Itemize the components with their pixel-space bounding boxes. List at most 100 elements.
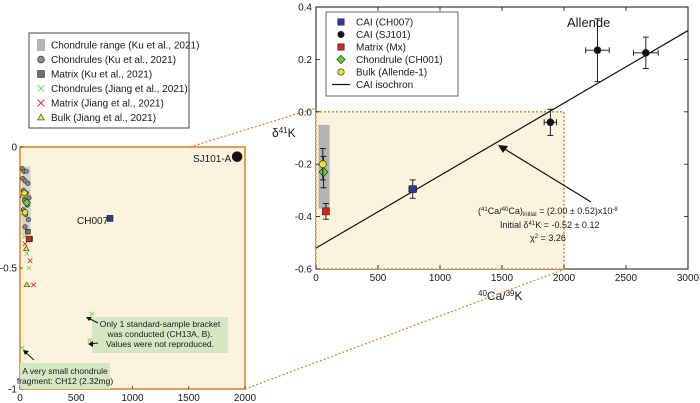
note-a-line-3: Values were not reproduced. xyxy=(106,339,214,349)
allende-point xyxy=(21,189,28,197)
annotation-arrow xyxy=(498,145,592,203)
x-tick-label: 3000 xyxy=(677,273,700,284)
jiang-chondrule-point xyxy=(87,338,93,344)
legend-marker xyxy=(336,54,346,65)
ch007-point xyxy=(106,215,114,222)
y-tick-label: 0.4 xyxy=(298,3,312,14)
note-b-line-1: A very small chondrule xyxy=(22,366,108,376)
legend-marker xyxy=(337,68,345,76)
note-a-line-1: Only 1 standard-sample bracket xyxy=(100,319,221,329)
inset-y-tick-label: -1 xyxy=(8,385,17,396)
jiang-chondrule-point xyxy=(19,345,25,351)
data-point xyxy=(642,49,650,57)
jiang-chondrule-point xyxy=(26,265,32,271)
main-inset-region xyxy=(315,111,565,270)
inset-legend-marker xyxy=(37,70,45,78)
x-tick-label: 500 xyxy=(370,273,387,284)
data-point xyxy=(318,167,329,177)
x-tick-label: 1500 xyxy=(491,273,514,284)
inset-plot: 0 500 1000 1500 2000 -1 -0.5 0 SJ101-A CH007 On… xyxy=(0,143,257,403)
jiang-chondrule-point xyxy=(24,250,30,257)
y-axis-label: δ41K xyxy=(272,126,296,140)
data-point xyxy=(593,46,602,55)
ku-chondrule-point xyxy=(26,195,32,201)
inset-legend-marker xyxy=(37,113,45,121)
inset-legend-marker xyxy=(37,55,45,64)
legend-label: CAI isochron xyxy=(356,80,413,91)
legend-label: Bulk (Allende-1) xyxy=(356,68,427,79)
inset-x-tick-label: 1000 xyxy=(121,393,144,403)
x-tick-label: 1000 xyxy=(429,273,452,284)
jiang-matrix-point xyxy=(30,282,37,288)
x-tick-label: 2000 xyxy=(553,273,576,284)
jiang-chondrule-point xyxy=(89,311,95,317)
inset-y-tick-label: -0.5 xyxy=(0,264,17,275)
isochron xyxy=(315,30,689,249)
y-tick-label: -0.6 xyxy=(295,265,313,276)
connector-lines xyxy=(189,107,566,390)
note-box-a xyxy=(92,317,228,353)
legend-label: Chondrule (CH001) xyxy=(356,55,443,66)
inset-legend-label: Matrix (Jiang et al., 2021) xyxy=(51,99,164,110)
main-inset-box xyxy=(315,111,565,270)
allende-point xyxy=(25,235,33,243)
inset-legend-label: Chondrules (Jiang et al., 2021) xyxy=(51,84,188,95)
legend-label: Matrix (Mx) xyxy=(356,43,406,54)
inset-legend-box xyxy=(28,32,190,129)
legend-label: CAI (SJ101) xyxy=(356,30,410,41)
inset-legend-label: Matrix (Ku et al., 2021) xyxy=(51,70,152,81)
inset-legend-label: Chondrule range (Ku et al., 2021) xyxy=(51,41,199,52)
data-point xyxy=(319,160,327,168)
chart-title: Allende xyxy=(567,15,610,30)
inset-legend-marker xyxy=(37,99,45,107)
allende-point xyxy=(21,209,29,216)
annotation-line-1: (41Ca/40Ca)initial = (2.00 ± 0.52)x10-8 xyxy=(478,206,618,218)
jiang-matrix-point xyxy=(27,258,33,264)
inset-legend-label: Chondrules (Ku et al., 2021) xyxy=(51,55,176,66)
ku-matrix-point xyxy=(25,229,31,235)
note-a-line-2: was conducted (CH13A, B). xyxy=(107,329,213,339)
main-plot: 0 500 1000 1500 2000 2500 3000 -0.6 -0.4 -0.2 0.0 0… xyxy=(272,3,700,304)
legend-label: CAI (CH007) xyxy=(356,18,413,29)
y-tick-label: -0.4 xyxy=(295,212,313,223)
ku-chondrule-point xyxy=(23,168,29,174)
main-points xyxy=(318,18,659,220)
annotation-line-3: χ2 = 3.26 xyxy=(530,233,566,243)
inset-x-tick-label: 500 xyxy=(68,393,85,403)
legend-marker xyxy=(337,18,345,26)
note-box-b xyxy=(20,363,110,389)
inset-points xyxy=(19,151,243,351)
legend-marker xyxy=(337,30,345,38)
inset-x-tick-label: 2000 xyxy=(234,393,257,403)
sj101-point xyxy=(231,151,243,162)
inset-legend-marker xyxy=(37,84,45,93)
inset-y-tick-label: 0 xyxy=(11,143,17,154)
inset-legend: Chondrule range (Ku et al., 2021) Chondru… xyxy=(28,32,199,129)
isochron-line xyxy=(315,30,689,249)
y-tick-label: 0.2 xyxy=(298,55,312,66)
ch007-label: CH007 xyxy=(77,216,109,227)
ku-chondrule-point xyxy=(25,217,31,223)
y-tick-label: 0.0 xyxy=(298,107,312,118)
ku-chondrule-point xyxy=(22,224,28,230)
jiang-bulk-point xyxy=(22,245,30,251)
main-legend-box xyxy=(325,11,459,97)
inset-legend-marker xyxy=(37,39,45,51)
inset-x-tick-label: 0 xyxy=(17,393,23,403)
jiang-matrix-point xyxy=(22,241,28,247)
jiang-bulk-point xyxy=(23,281,31,288)
legend-marker xyxy=(337,43,345,51)
sj101-label: SJ101-A xyxy=(193,154,232,165)
allende-point xyxy=(22,198,31,207)
x-axis-label: 40Ca/39K xyxy=(478,289,523,303)
y-tick-label: -0.2 xyxy=(295,160,313,171)
data-point xyxy=(408,185,417,193)
x-tick-label: 0 xyxy=(313,273,319,284)
data-point xyxy=(322,207,330,216)
main-legend: CAI (CH007)CAI (SJ101) Matrix (Mx)Chondru… xyxy=(325,11,459,97)
x-tick-label: 2500 xyxy=(615,273,638,284)
ku-chondrule-point xyxy=(25,180,31,186)
main-ticks: 0 500 1000 1500 2000 2500 3000 -0.6 -0.4 -0.2 0.0 0… xyxy=(295,3,700,285)
inset-x-tick-label: 1500 xyxy=(178,393,201,403)
